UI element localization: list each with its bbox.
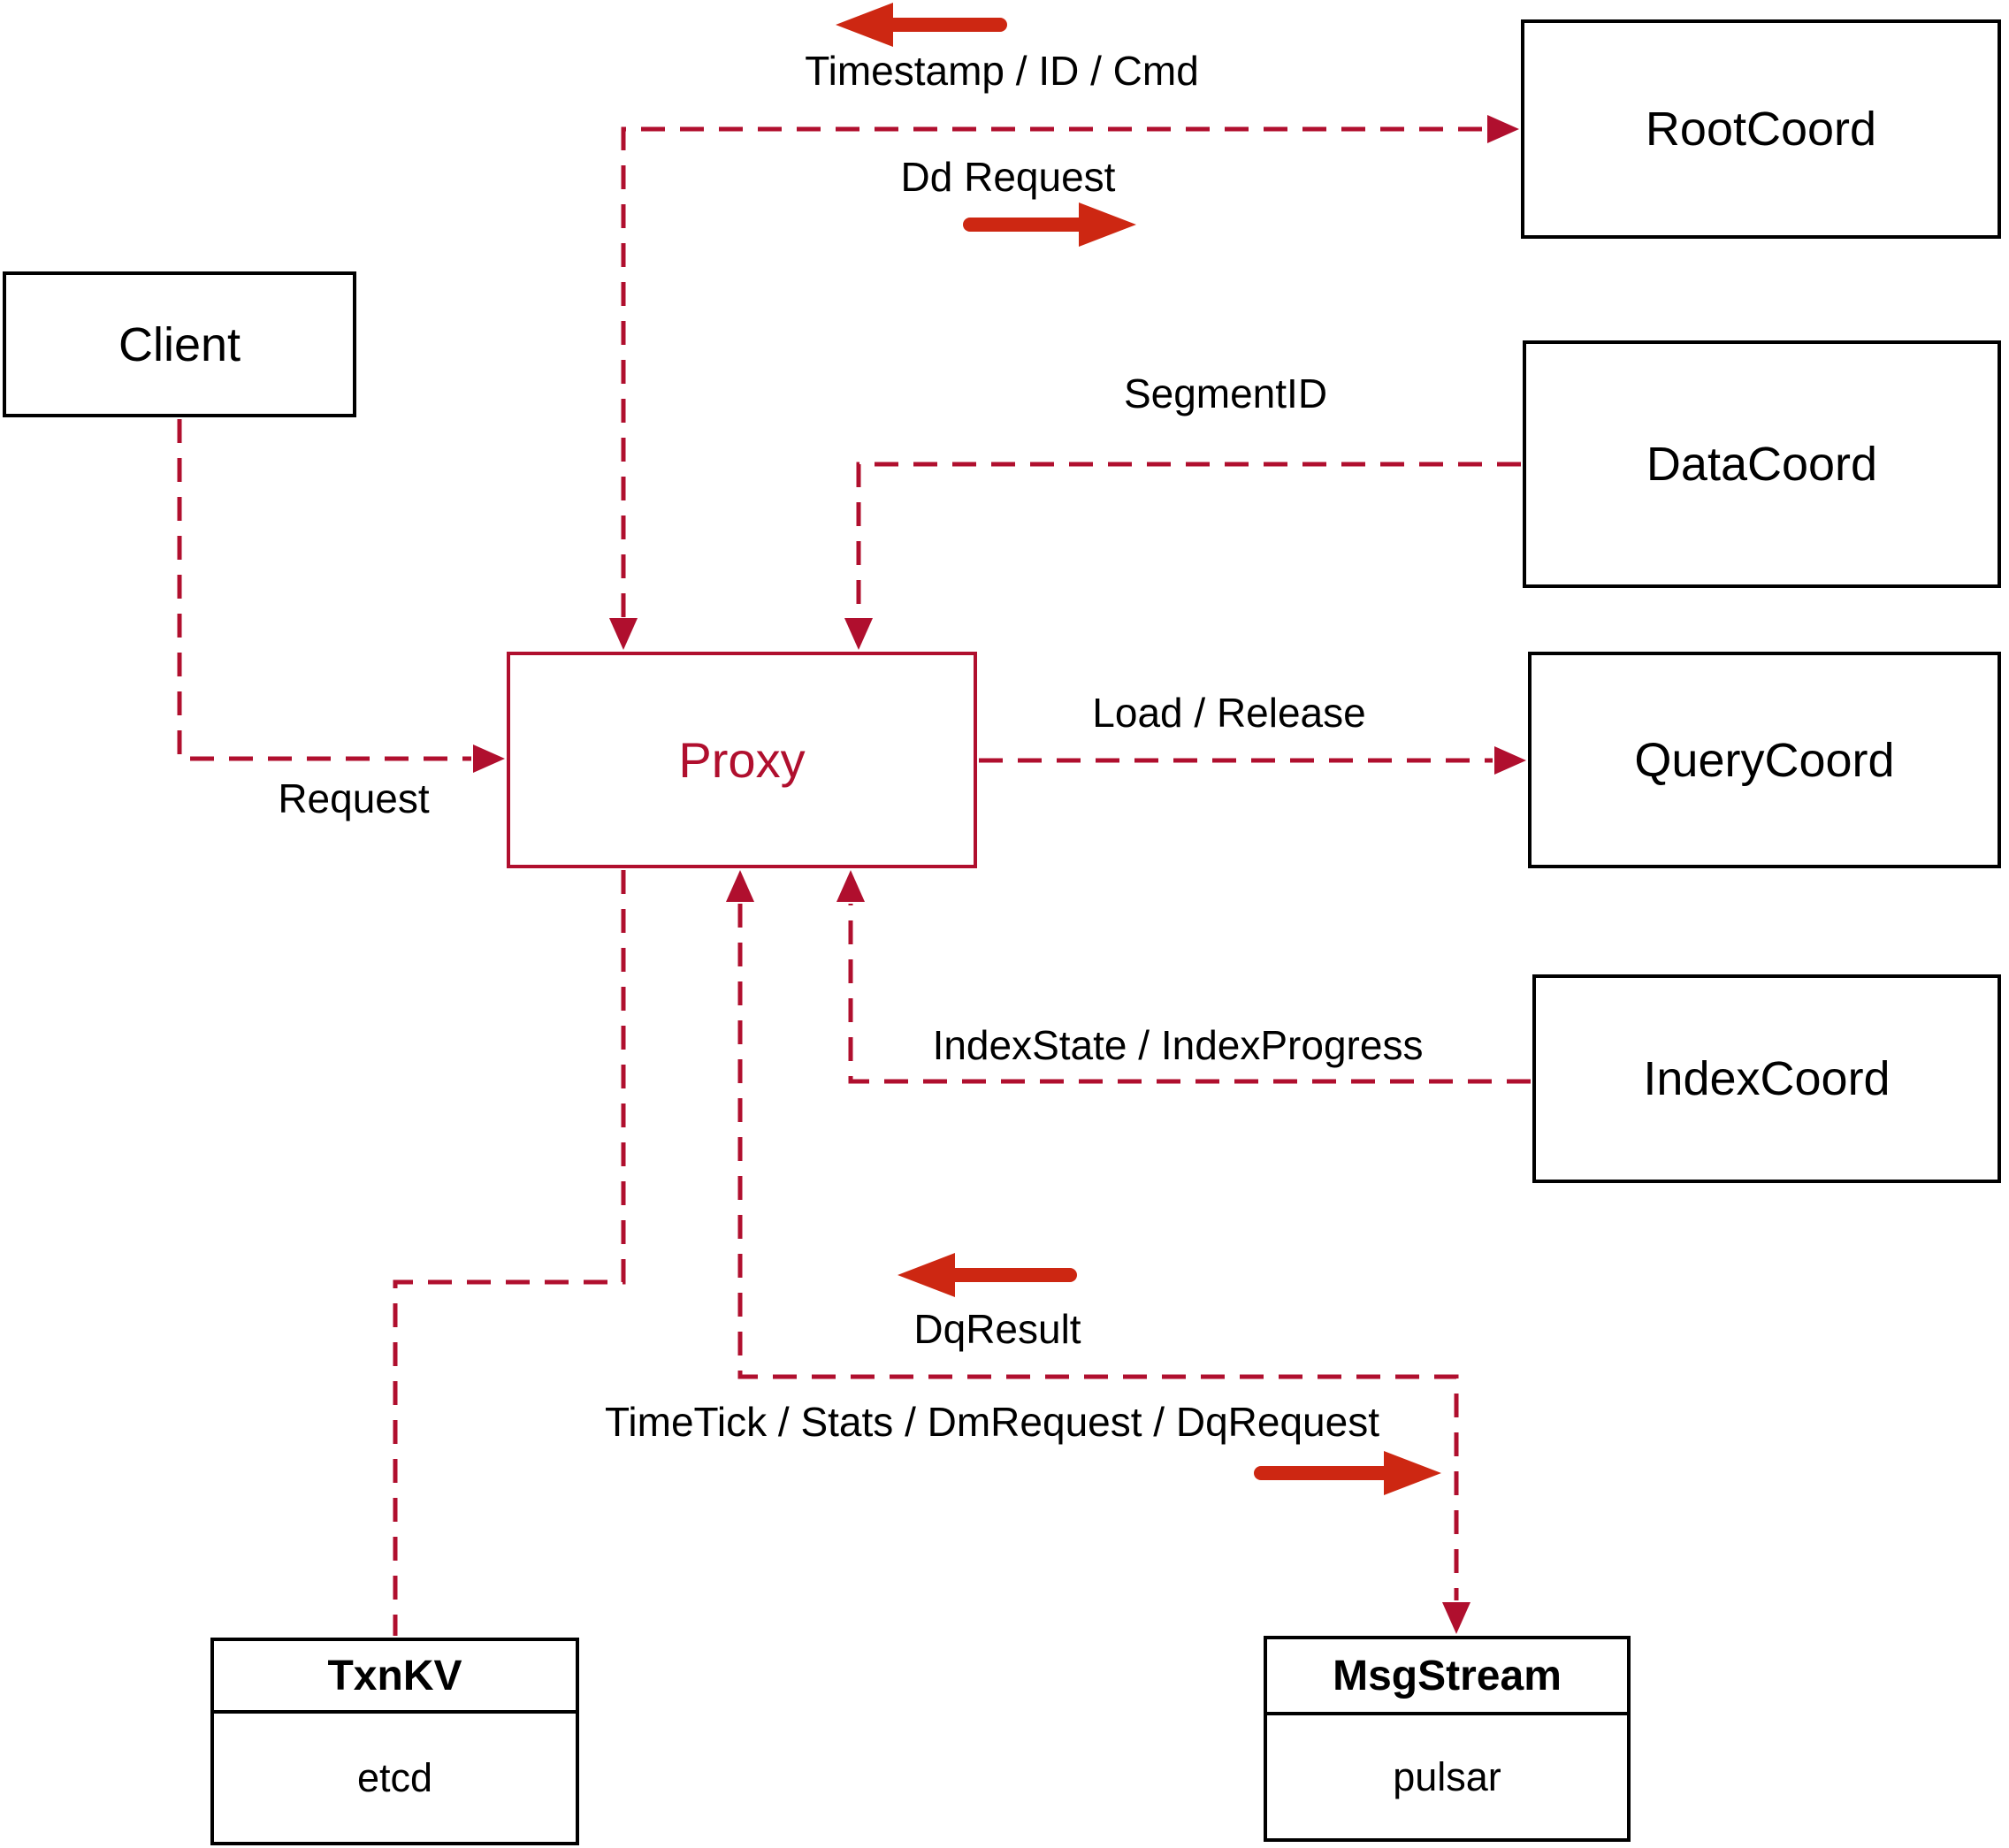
request-edge-label: Request [278, 775, 430, 821]
arrow-timetick-right [1254, 1451, 1441, 1495]
txnkv-subtitle: etcd [356, 1754, 433, 1800]
querycoord-node: QueryCoord [1528, 652, 2001, 868]
datacoord-label: DataCoord [1646, 438, 1878, 491]
arrow-timestamp-left [836, 3, 1007, 47]
proxy-label: Proxy [678, 732, 806, 788]
edge-proxy-txnkv [393, 870, 626, 1636]
txnkv-title: TxnKV [214, 1641, 576, 1714]
edge-proxy-rootcoord [609, 115, 1519, 650]
dd-request-edge-label: Dd Request [900, 154, 1116, 200]
arrow-dd-request-right [963, 202, 1136, 247]
msgstream-node: MsgStream pulsar [1264, 1636, 1631, 1842]
edge-indexcoord-proxy [836, 870, 1531, 1084]
msgstream-title: MsgStream [1267, 1639, 1627, 1715]
edge-datacoord-proxy [844, 462, 1521, 650]
dq-result-edge-label: DqResult [913, 1306, 1081, 1352]
timetick-stats-edge-label: TimeTick / Stats / DmRequest / DqRequest [605, 1399, 1379, 1445]
edge-proxy-msgstream [726, 870, 1470, 1634]
timestamp-id-cmd-edge-label: Timestamp / ID / Cmd [805, 48, 1199, 94]
datacoord-node: DataCoord [1523, 340, 2001, 588]
load-release-edge-label: Load / Release [1092, 690, 1366, 736]
msgstream-subtitle: pulsar [1393, 1753, 1501, 1799]
edge-proxy-querycoord [979, 746, 1526, 775]
txnkv-node: TxnKV etcd [210, 1638, 579, 1845]
client-label: Client [118, 317, 241, 371]
arrow-dq-result-left [898, 1253, 1077, 1297]
edge-client-proxy [177, 419, 505, 773]
indexcoord-label: IndexCoord [1643, 1052, 1891, 1105]
client-node: Client [3, 271, 356, 417]
querycoord-label: QueryCoord [1634, 733, 1895, 787]
proxy-node: Proxy [507, 652, 977, 868]
segment-id-edge-label: SegmentID [1123, 370, 1328, 416]
index-state-progress-edge-label: IndexState / IndexProgress [932, 1022, 1424, 1068]
rootcoord-node: RootCoord [1521, 19, 2001, 239]
indexcoord-node: IndexCoord [1532, 974, 2001, 1183]
rootcoord-label: RootCoord [1645, 103, 1877, 156]
